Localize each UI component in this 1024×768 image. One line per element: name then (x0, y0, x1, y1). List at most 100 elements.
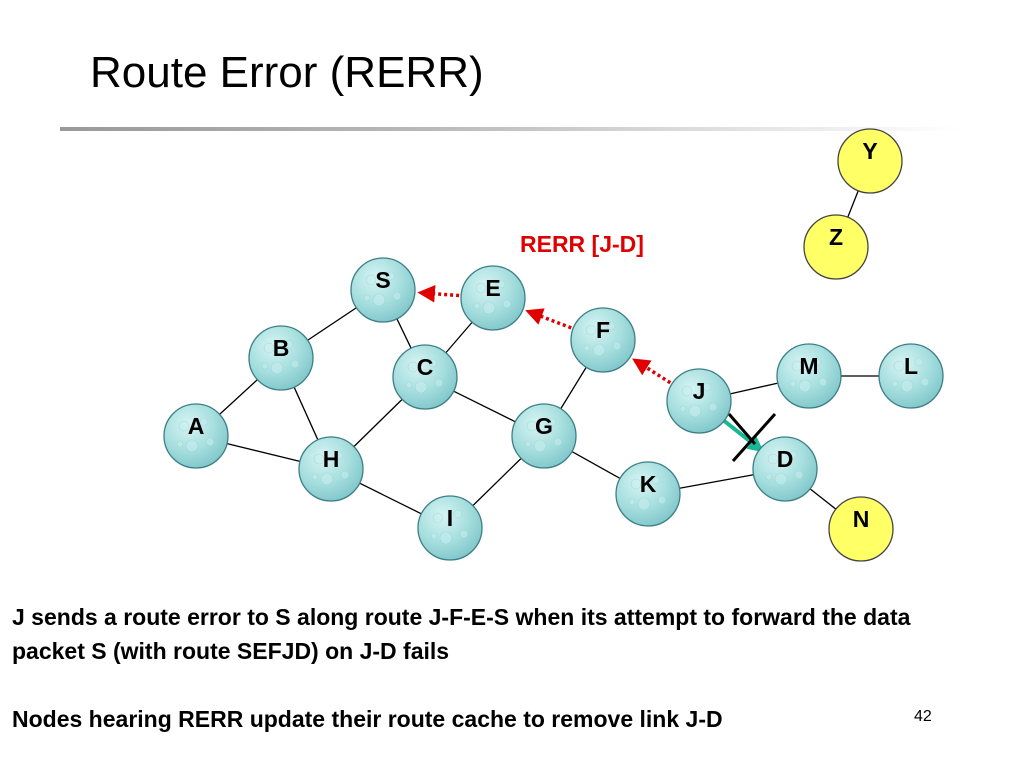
node-texture (363, 294, 371, 302)
node-label: C (417, 354, 434, 380)
rerr-label: RERR [J-D] (520, 231, 644, 257)
node-texture (702, 382, 712, 392)
edge-h-i (359, 482, 422, 515)
node-texture (914, 357, 924, 367)
edge-s-b (307, 307, 357, 341)
node-circle (163, 403, 229, 469)
node-texture (502, 299, 512, 309)
node-texture (798, 379, 812, 393)
node-label: J (693, 378, 706, 404)
edges-layer (219, 190, 879, 515)
node-n: N (828, 496, 894, 562)
node-m: M (776, 343, 842, 409)
node-circle (837, 128, 903, 194)
edge-b-h (293, 386, 319, 441)
node-texture (405, 381, 413, 389)
node-circle (248, 325, 314, 391)
node-j: J (666, 368, 732, 434)
node-label: G (535, 413, 553, 439)
node-b: B (248, 325, 314, 391)
edge-s-c (396, 318, 412, 349)
node-label: A (188, 413, 205, 439)
node-texture (585, 324, 597, 336)
node-texture (365, 274, 377, 286)
node-texture (651, 475, 661, 485)
slide-title: Route Error (RERR) (90, 48, 484, 97)
node-texture (270, 361, 284, 375)
node-texture (263, 342, 275, 354)
node-label: D (777, 446, 794, 472)
node-texture (592, 343, 606, 357)
node-texture (657, 495, 667, 505)
node-circle (828, 496, 894, 562)
node-texture (482, 301, 496, 315)
node-circle (350, 257, 416, 323)
node-label: B (273, 335, 290, 361)
node-k: K (615, 461, 681, 527)
edge-a-h (226, 442, 301, 463)
node-label: E (485, 275, 500, 301)
caption-cache-update: Nodes hearing RERR update their route ca… (12, 706, 723, 732)
node-l: L (878, 343, 944, 409)
edge-f-g (560, 366, 587, 410)
node-s: S (350, 257, 416, 323)
node-texture (334, 450, 344, 460)
edge-g-k (571, 451, 621, 479)
node-texture (261, 362, 269, 370)
node-label: Z (829, 224, 843, 250)
node-circle (392, 344, 458, 410)
node-texture (496, 279, 506, 289)
node-texture (199, 417, 209, 427)
edge-d-n (809, 488, 837, 510)
node-texture (414, 380, 428, 394)
node-texture (547, 417, 557, 427)
node-label: H (323, 446, 340, 472)
node-texture (526, 420, 538, 432)
node-label: S (375, 267, 390, 293)
node-texture (920, 377, 930, 387)
node-texture (311, 473, 319, 481)
node-h: H (298, 436, 364, 502)
node-circle (776, 343, 842, 409)
node-texture (765, 473, 773, 481)
edge-b-a (219, 379, 258, 415)
node-c: C (392, 344, 458, 410)
edge-e-c (445, 321, 473, 354)
node-texture (583, 344, 591, 352)
node-i: I (417, 495, 483, 561)
node-texture (386, 271, 396, 281)
node-circle (878, 343, 944, 409)
node-a: A (163, 403, 229, 469)
node-texture (284, 339, 294, 349)
node-texture (453, 509, 463, 519)
node-circle (298, 436, 364, 502)
node-texture (428, 358, 438, 368)
node-circle (417, 495, 483, 561)
node-texture (392, 291, 402, 301)
node-label: L (904, 353, 918, 379)
node-texture (767, 453, 779, 465)
rerr-arrow-j-f (632, 358, 672, 385)
node-texture (320, 472, 334, 486)
node-texture (176, 440, 184, 448)
node-texture (459, 529, 469, 539)
node-texture (630, 478, 642, 490)
node-texture (708, 402, 718, 412)
node-texture (185, 439, 199, 453)
node-circle (570, 307, 636, 373)
node-texture (774, 472, 788, 486)
edge-i-g (472, 457, 522, 507)
edge-k-d (679, 474, 754, 489)
node-texture (372, 293, 386, 307)
node-texture (553, 437, 563, 447)
node-texture (439, 531, 453, 545)
node-texture (313, 453, 325, 465)
node-texture (788, 450, 798, 460)
edge-c-g (453, 390, 516, 423)
node-d: D (752, 436, 818, 502)
node-texture (628, 498, 636, 506)
node-label: M (799, 353, 818, 379)
node-texture (407, 361, 419, 373)
node-texture (900, 379, 914, 393)
